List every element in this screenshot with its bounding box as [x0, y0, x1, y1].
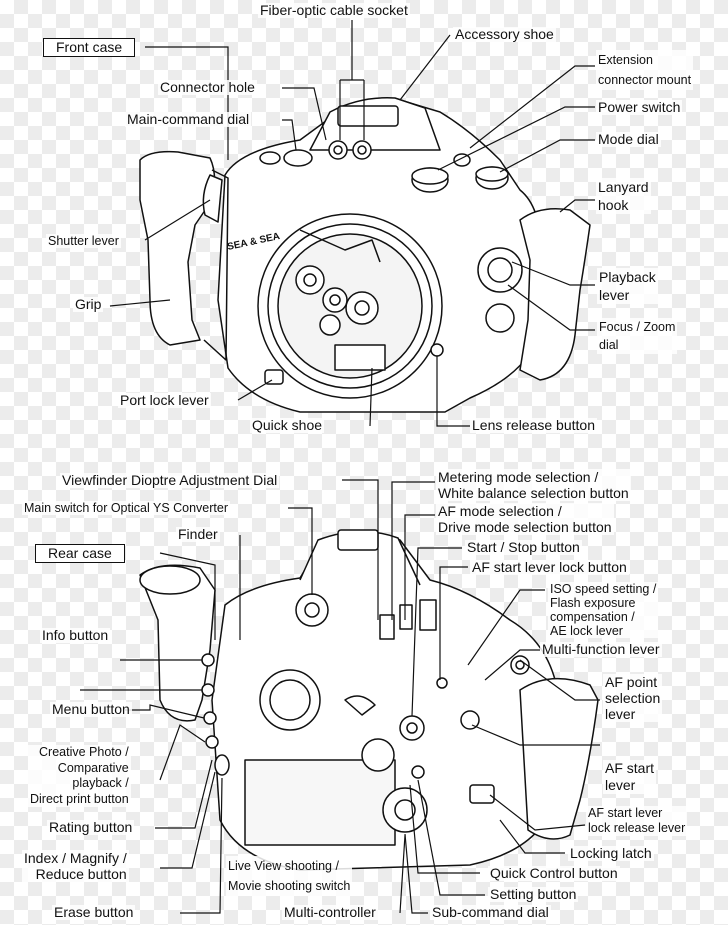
label-af-mode: AF mode selection / Drive mode selection…: [436, 503, 614, 535]
label-index-magnify: Index / Magnify / Reduce button: [22, 850, 129, 882]
label-locking-latch: Locking latch: [568, 845, 654, 861]
rear-case-title: Rear case: [35, 544, 125, 563]
label-live-view: Live View shooting / Movie shooting swit…: [226, 856, 353, 896]
label-main-switch-ys: Main switch for Optical YS Converter: [22, 501, 231, 515]
label-af-start-lock-release: AF start lever lock release lever: [586, 806, 688, 836]
label-port-lock-lever: Port lock lever: [118, 392, 211, 408]
label-main-command-dial: Main-command dial: [125, 111, 252, 127]
label-grip: Grip: [73, 296, 104, 312]
label-multi-controller: Multi-controller: [282, 904, 378, 920]
label-multi-function-lever: Multi-function lever: [540, 641, 662, 657]
label-power-switch: Power switch: [596, 99, 683, 115]
label-rating-button: Rating button: [47, 819, 135, 835]
label-sub-command-dial: Sub-command dial: [430, 904, 551, 920]
label-accessory-shoe: Accessory shoe: [453, 26, 556, 42]
label-playback-lever: Playback lever: [597, 268, 658, 304]
label-mode-dial: Mode dial: [596, 131, 661, 147]
label-fiber-optic-socket: Fiber-optic cable socket: [258, 2, 410, 18]
label-af-start-lock: AF start lever lock button: [470, 559, 629, 575]
label-metering-mode: Metering mode selection / White balance …: [436, 469, 631, 501]
label-creative-photo: Creative Photo / Comparative playback / …: [28, 745, 131, 807]
label-viewfinder-dial: Viewfinder Dioptre Adjustment Dial: [60, 472, 280, 488]
label-info-button: Info button: [40, 627, 111, 643]
label-menu-button: Menu button: [50, 701, 132, 717]
label-finder: Finder: [176, 526, 220, 542]
label-lens-release-button: Lens release button: [470, 417, 597, 433]
label-extension-connector: Extension connector mount: [596, 50, 694, 90]
rear-right-grip: [520, 679, 598, 839]
label-iso-speed: ISO speed setting / Flash exposure compe…: [548, 582, 659, 638]
label-af-point-lever: AF point selection lever: [603, 674, 663, 722]
front-case-title: Front case: [43, 38, 136, 57]
label-shutter-lever: Shutter lever: [46, 234, 121, 248]
label-erase-button: Erase button: [52, 904, 136, 920]
label-start-stop: Start / Stop button: [465, 539, 582, 555]
right-grip: [520, 209, 590, 380]
label-lanyard-hook: Lanyard hook: [596, 178, 651, 214]
label-af-start-lever: AF start lever: [603, 760, 657, 794]
label-connector-hole: Connector hole: [158, 79, 257, 95]
label-quick-shoe: Quick shoe: [250, 417, 325, 433]
label-focus-zoom-dial: Focus / Zoom dial: [597, 318, 678, 354]
label-quick-control: Quick Control button: [488, 865, 620, 881]
label-setting-button: Setting button: [488, 886, 579, 902]
